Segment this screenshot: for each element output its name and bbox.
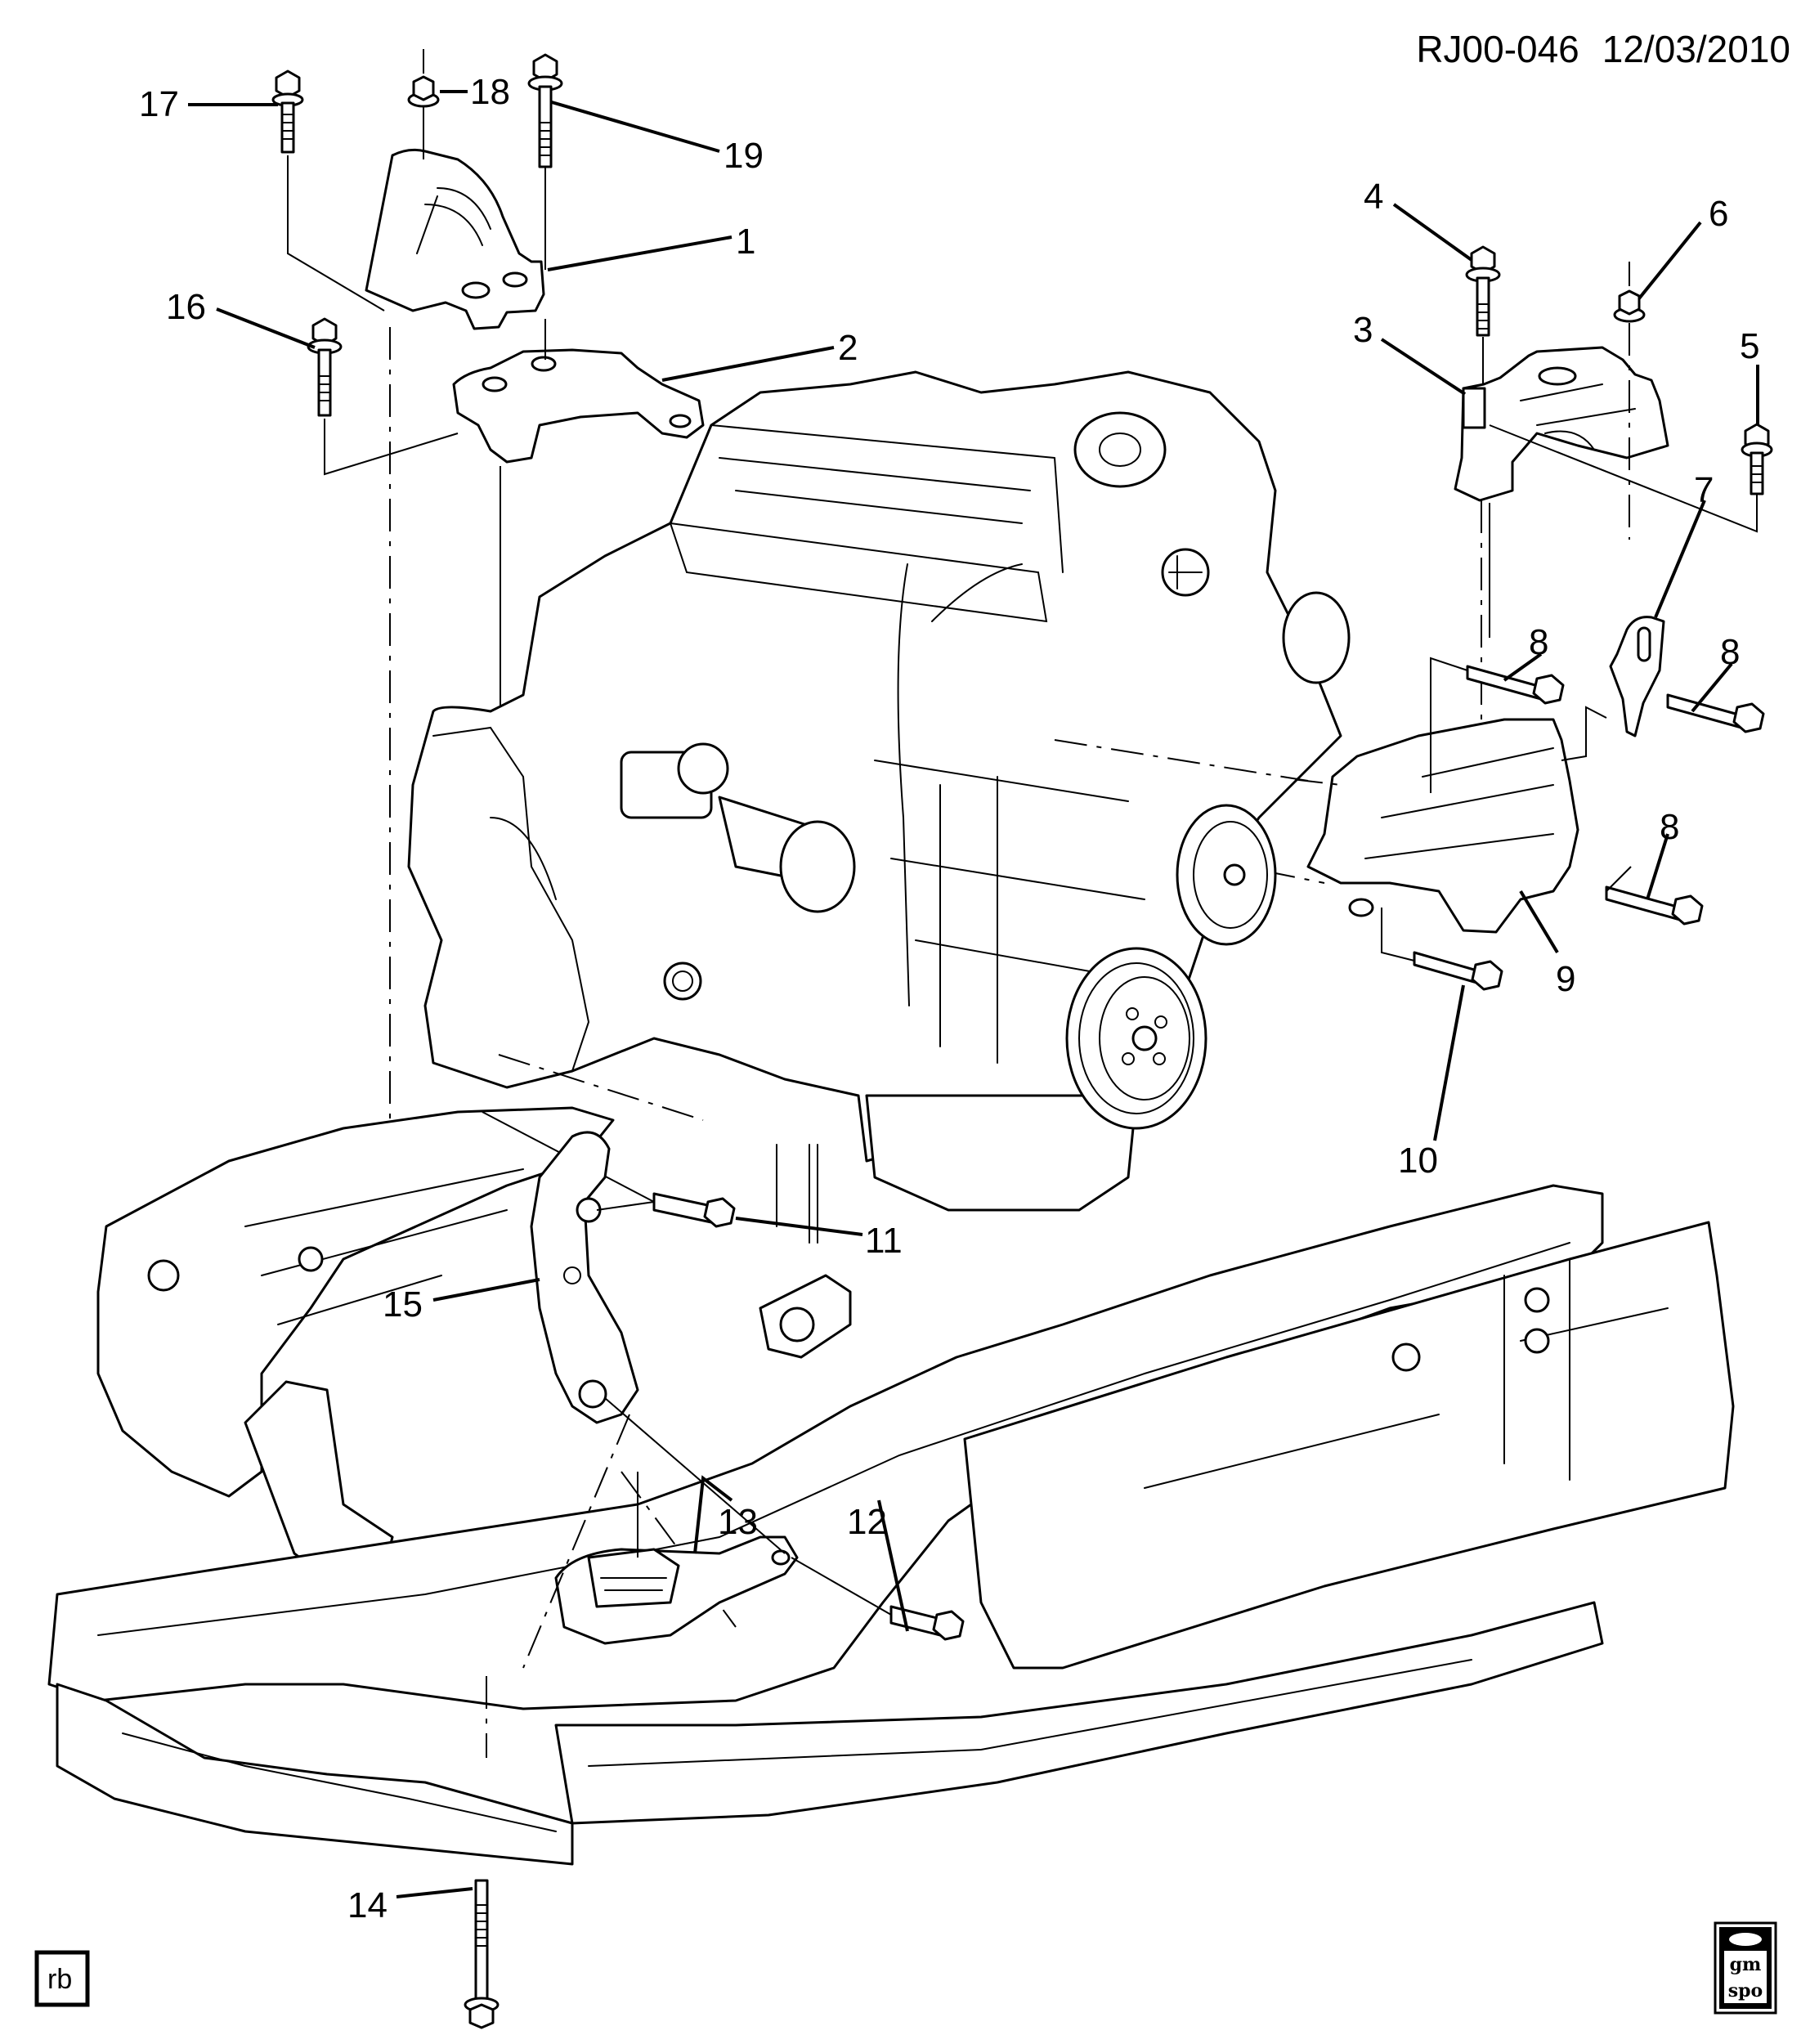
bolt-4-icon — [1465, 245, 1501, 337]
callout-6: 6 — [1709, 194, 1728, 234]
diagram-header-line: RJ00-046 12/03/2010 — [1416, 28, 1790, 70]
illustrator-tag-text: rb — [47, 1964, 72, 1995]
bolt-19-icon — [527, 53, 563, 168]
callout-19: 19 — [724, 136, 764, 176]
crankshaft-pulley-icon — [1065, 947, 1207, 1130]
callout-7: 7 — [1694, 470, 1714, 510]
bolt-17-icon — [271, 69, 304, 154]
mount-3-icon — [1454, 346, 1669, 502]
gm-spo-logo: gm spo — [1714, 1921, 1777, 2015]
accessory-pulley-icon — [1176, 804, 1277, 946]
callout-10: 10 — [1398, 1141, 1438, 1181]
bracket-7-icon — [1609, 616, 1665, 737]
rear-mount-group — [464, 1131, 965, 2029]
bolt-5-icon — [1741, 423, 1773, 495]
bolt-16-icon — [307, 317, 343, 417]
bolt-11-icon — [652, 1192, 736, 1228]
callout-11: 11 — [865, 1221, 903, 1261]
callout-13: 13 — [718, 1502, 758, 1542]
callout-14: 14 — [347, 1885, 388, 1925]
diagram-header: RJ00-046 12/03/2010 — [1416, 28, 1790, 70]
diagram-date: 12/03/2010 — [1602, 28, 1790, 70]
mount-13-icon — [554, 1535, 799, 1645]
bolt-8c-icon — [1605, 885, 1704, 926]
illustrator-tag: rb — [34, 1950, 90, 2007]
callout-12: 12 — [847, 1502, 887, 1542]
callout-8b: 8 — [1720, 632, 1740, 672]
bolt-10-icon — [1413, 951, 1503, 991]
nut-6-icon — [1613, 289, 1646, 323]
callout-8c: 8 — [1660, 807, 1679, 847]
callout-1: 1 — [736, 222, 755, 262]
callout-2: 2 — [838, 328, 858, 368]
bolt-8a-icon — [1466, 665, 1565, 705]
engine-cradle-icon — [47, 1106, 1735, 1866]
bolt-14-icon — [464, 1879, 500, 2029]
callout-5: 5 — [1740, 326, 1759, 366]
callout-18: 18 — [470, 72, 510, 112]
callout-8a: 8 — [1529, 622, 1548, 662]
callout-15: 15 — [383, 1284, 423, 1325]
mount-1-icon — [365, 148, 545, 330]
logo-line1: gm — [1730, 1954, 1762, 1975]
mount-9-icon — [1306, 718, 1579, 934]
left-engine-mount-group — [271, 49, 705, 1218]
callout-leaders — [188, 90, 1759, 1898]
bracket-2-icon — [452, 348, 705, 464]
nut-18-icon — [407, 75, 440, 108]
callout-17: 17 — [139, 84, 179, 124]
callout-3: 3 — [1353, 310, 1373, 350]
bracket-15-icon — [530, 1131, 639, 1424]
bolt-8b-icon — [1666, 693, 1765, 733]
logo-line2: spo — [1728, 1980, 1763, 2001]
callout-16: 16 — [166, 287, 206, 327]
diagram-code: RJ00-046 — [1416, 28, 1579, 70]
callout-4: 4 — [1364, 177, 1383, 217]
callout-9: 9 — [1556, 959, 1575, 999]
engine-assembly-icon — [407, 370, 1351, 1212]
callout-labels: 1 2 3 4 5 6 7 8 8 8 9 10 11 12 13 14 15 … — [139, 72, 1759, 1925]
